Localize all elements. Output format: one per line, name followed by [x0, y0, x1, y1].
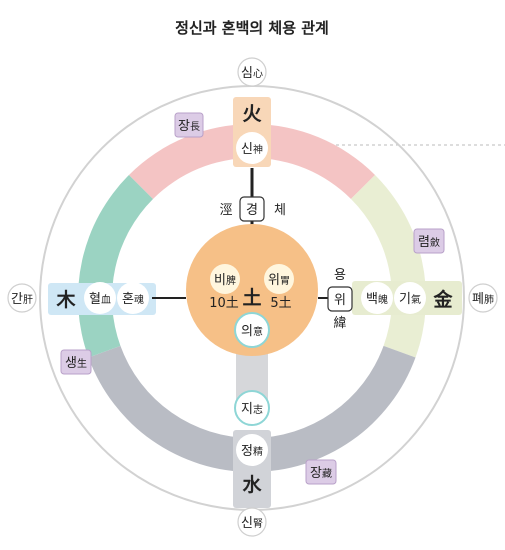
- spirit-ji: 지志: [234, 390, 270, 426]
- earth-circle: [186, 224, 318, 356]
- svg-text:의意: 의意: [241, 324, 263, 339]
- organ-kidney: 신腎: [237, 507, 267, 537]
- gyeong-right-label: 체: [274, 203, 286, 218]
- spirit-shin: 신神: [236, 132, 268, 164]
- wood-element: 木: [55, 288, 76, 311]
- svg-text:심心: 심心: [241, 66, 263, 81]
- earth-left-number: 10土: [209, 296, 239, 311]
- svg-text:렴斂: 렴斂: [418, 235, 440, 250]
- tag-jang-top: 장長: [174, 112, 204, 138]
- svg-text:기氣: 기氣: [399, 292, 421, 307]
- gyeong-left-label: 涇: [219, 203, 232, 218]
- tag-saeng: 생生: [60, 349, 92, 375]
- tag-jang-bottom: 장藏: [305, 459, 337, 485]
- spirit-jeong: 정精: [236, 434, 268, 466]
- svg-text:위胃: 위胃: [268, 273, 290, 288]
- earth-right-number: 5土: [270, 296, 291, 311]
- metal-element: 金: [432, 288, 453, 311]
- water-element: 水: [242, 474, 262, 496]
- wi-bottom-label: 緯: [333, 316, 346, 331]
- svg-text:장長: 장長: [178, 119, 200, 134]
- fire-arc: [128, 124, 376, 200]
- svg-text:폐肺: 폐肺: [472, 292, 494, 307]
- center-spleen: 비脾: [210, 264, 240, 294]
- organ-lung: 폐肺: [468, 283, 498, 313]
- svg-text:혈血: 혈血: [89, 292, 111, 307]
- svg-text:백魄: 백魄: [366, 292, 388, 307]
- center-stomach: 위胃: [264, 264, 294, 294]
- tag-ryeom: 렴斂: [413, 228, 445, 254]
- gyeong-box: [239, 196, 265, 222]
- earth-element: 土: [242, 287, 261, 309]
- spirit-gi: 기氣: [394, 282, 426, 314]
- gyeong-label: 경: [246, 203, 258, 218]
- metal-arc: [350, 174, 426, 358]
- fire-element: 火: [242, 103, 262, 125]
- water-arc: [88, 345, 416, 472]
- spirit-hon: 혼魂: [117, 282, 149, 314]
- svg-text:정精: 정精: [241, 444, 263, 459]
- page-title: 정신과 혼백의 체용 관계: [175, 19, 329, 37]
- organ-liver: 간肝: [7, 283, 37, 313]
- svg-text:생生: 생生: [65, 356, 87, 371]
- organ-heart: 심心: [237, 57, 267, 87]
- svg-text:신腎: 신腎: [241, 516, 263, 531]
- svg-text:혼魂: 혼魂: [122, 292, 144, 307]
- spirit-ui: 의意: [234, 312, 270, 348]
- wi-box: [327, 286, 353, 312]
- svg-text:비脾: 비脾: [214, 273, 236, 288]
- svg-text:간肝: 간肝: [11, 292, 33, 307]
- wi-label: 위: [334, 293, 346, 308]
- svg-text:지志: 지志: [241, 402, 263, 417]
- wi-top-label: 용: [334, 268, 346, 283]
- svg-text:신神: 신神: [241, 142, 263, 157]
- svg-text:장藏: 장藏: [310, 466, 332, 481]
- spirit-baek: 백魄: [361, 282, 393, 314]
- wood-arc: [78, 174, 154, 358]
- spirit-hyeol: 혈血: [84, 282, 116, 314]
